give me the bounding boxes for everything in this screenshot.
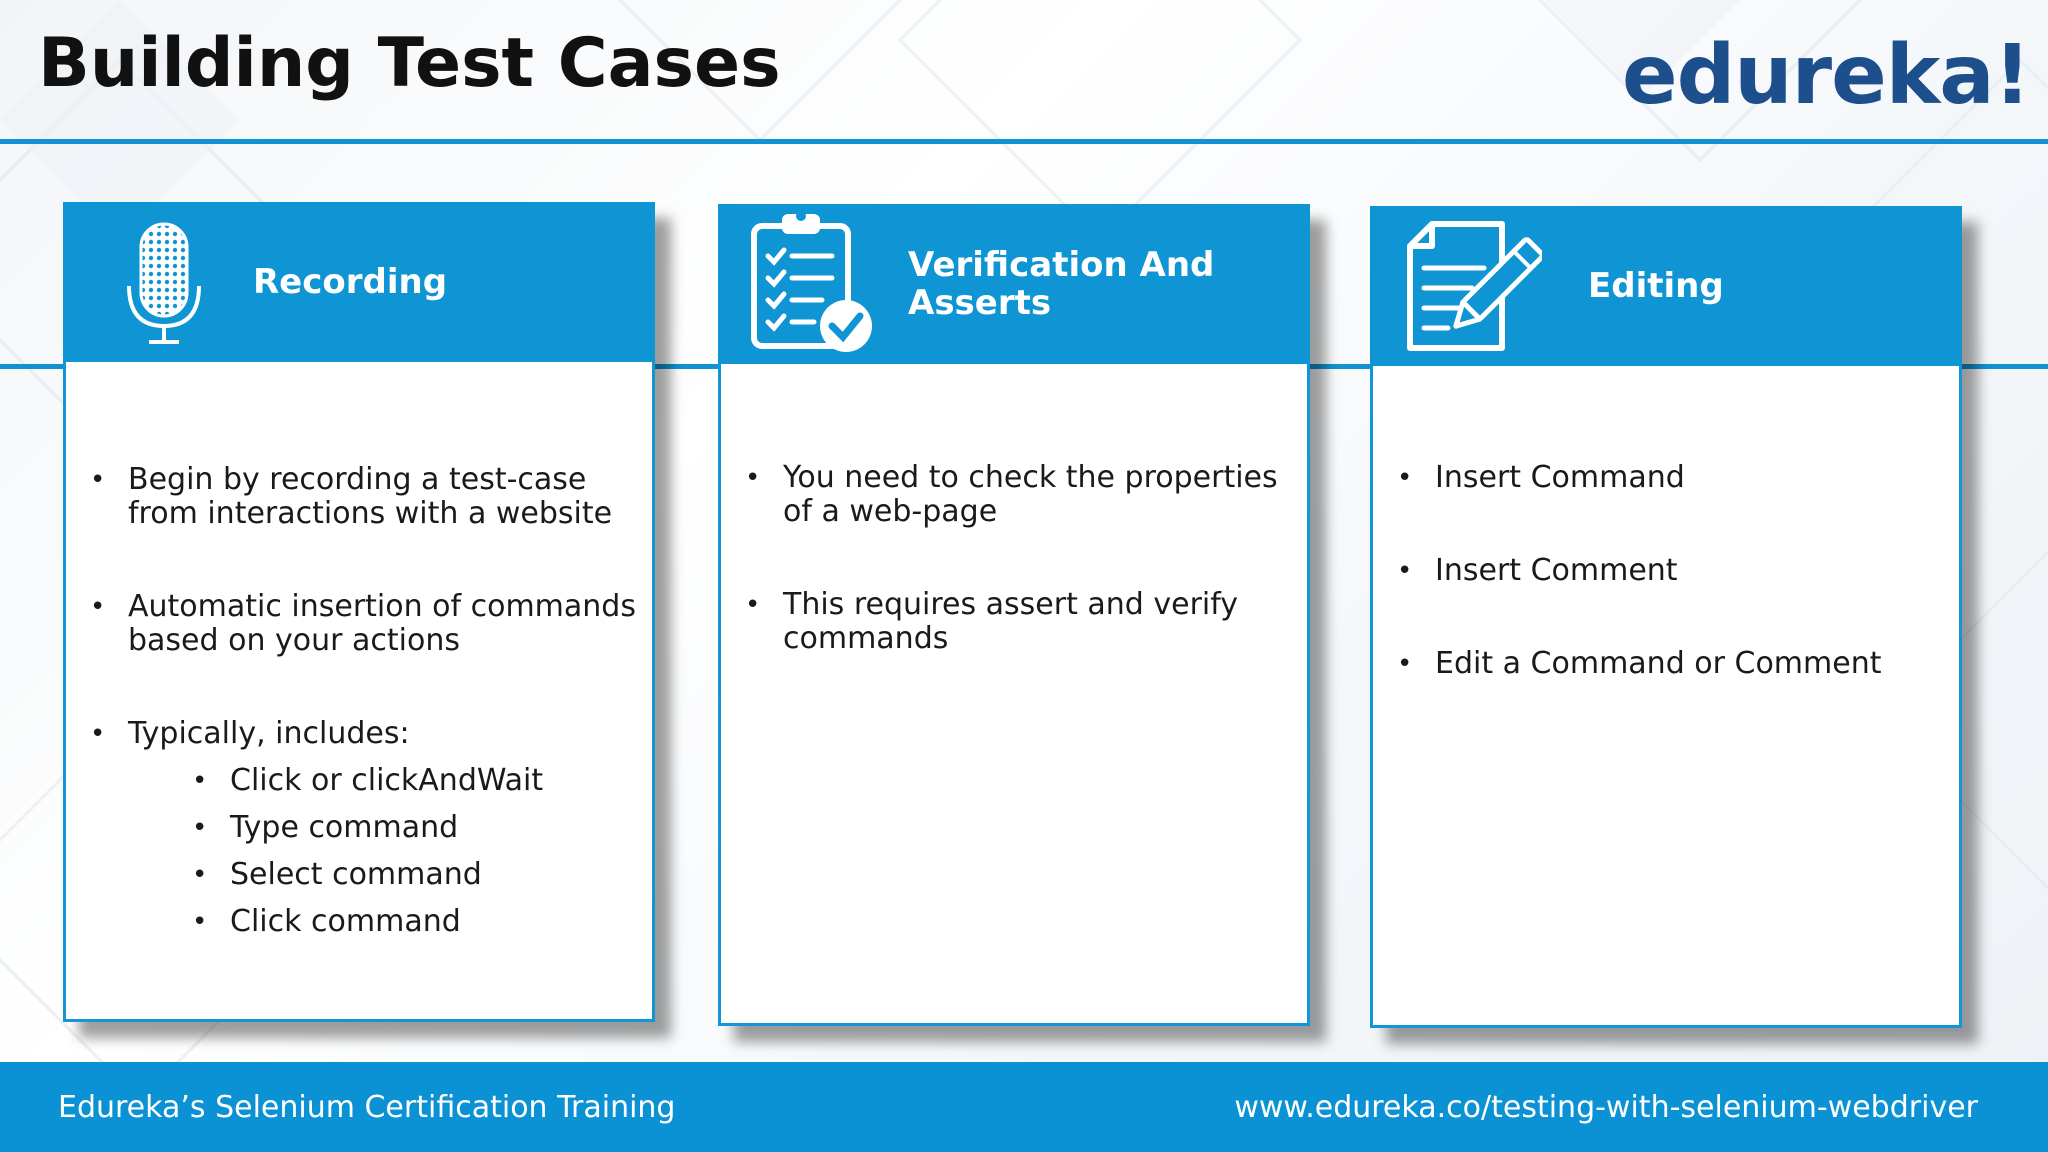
list-item: Begin by recording a test-case from inte… [90, 463, 638, 531]
card-title-recording: Recording [253, 262, 448, 302]
card-title-verification: Verification And Asserts [908, 245, 1215, 323]
list-item: This requires assert and verify commands [745, 588, 1293, 656]
sub-list-item: Type command [192, 811, 630, 846]
card-recording: Recording Begin by recording a test-case… [63, 202, 655, 1022]
document-pencil-icon [1407, 221, 1542, 351]
card-header-editing: Editing [1370, 206, 1962, 366]
list-item: You need to check the properties of a we… [745, 461, 1293, 529]
clipboard-checklist-icon [751, 211, 872, 352]
list-item: Insert Command [1397, 461, 1945, 496]
edureka-logo: edureka! [1621, 28, 2031, 123]
microphone-icon [127, 222, 201, 344]
slide-title: Building Test Cases [38, 24, 781, 103]
list-item: Edit a Command or Comment [1397, 647, 1945, 682]
sub-list-item: Click command [192, 905, 630, 940]
course-url: www.edureka.co/testing-with-selenium-web… [1234, 1089, 1978, 1125]
sub-list-item: Click or clickAndWait [192, 764, 630, 799]
card-header-verification: Verification And Asserts [718, 204, 1310, 364]
list-item: Automatic insertion of commands based on… [90, 590, 638, 658]
footer-bar: Edureka’s Selenium Certification Trainin… [0, 1062, 2048, 1152]
card-header-recording: Recording [63, 202, 655, 362]
card-verification: Verification And Asserts You need to che… [718, 204, 1310, 1026]
card-editing: Editing Insert Command Insert Comment Ed… [1370, 206, 1962, 1028]
card-title-editing: Editing [1588, 266, 1724, 306]
course-name: Edureka’s Selenium Certification Trainin… [58, 1089, 676, 1125]
sub-list-item: Select command [192, 858, 630, 893]
list-item: Insert Comment [1397, 554, 1945, 589]
list-item: Typically, includes: [90, 717, 638, 752]
title-divider [0, 139, 2048, 144]
